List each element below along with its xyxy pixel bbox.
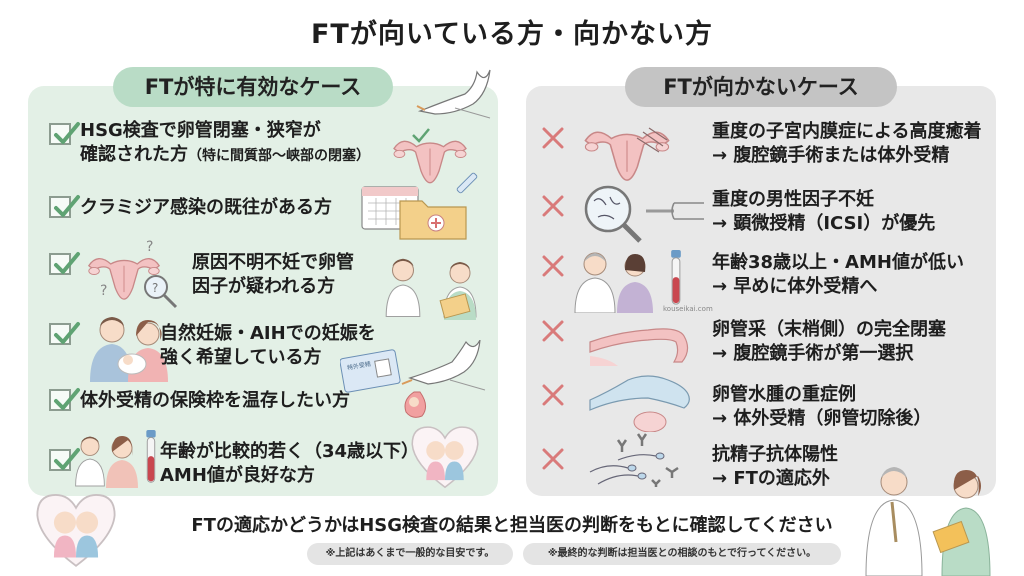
bad-item-text: → 腹腔鏡手術または体外受精 — [712, 145, 950, 166]
check-icon — [49, 449, 71, 471]
footer-message: FTの適応かどうかはHSG検査の結果と担当医の判断をもとに確認してください — [191, 515, 833, 536]
cross-icon — [542, 127, 564, 149]
good-item-chlamydia: クラミジア感染の既往がある方 — [80, 196, 332, 220]
bad-item-fimbrial: 卵管采（末梢側）の完全閉塞 → 腹腔鏡手術が第一選択 — [712, 318, 946, 366]
bad-item-hydrosalpinx: 卵管水腫の重症例 → 体外受精（卵管切除後） — [712, 383, 931, 431]
watermark: kouseikai.com — [663, 305, 713, 313]
cross-icon — [542, 195, 564, 217]
calendar-medical-folder-illustration — [361, 186, 467, 240]
footer-note-general: ※上記はあくまで一般的な目安です。 — [307, 543, 513, 565]
doctor-nurse-illustration — [865, 467, 991, 576]
doctor-patient-illustration — [385, 258, 477, 320]
bad-item-antisperm: 抗精子抗体陽性 → FTの適応外 — [712, 443, 838, 491]
uterus-adhesion-illustration — [584, 127, 670, 181]
bad-item-text: 抗精子抗体陽性 — [712, 444, 838, 465]
check-icon — [49, 123, 71, 145]
good-item-text: 自然妊娠・AIHでの妊娠を — [160, 323, 376, 344]
check-icon — [49, 196, 71, 218]
uterus-question-magnifier-illustration: ? ? ? — [88, 239, 178, 309]
bad-item-male-factor: 重度の男性因子不妊 → 顕微授精（ICSI）が優先 — [712, 188, 935, 236]
bad-item-text: 重度の子宮内膜症による高度癒着 — [712, 121, 982, 142]
stork-illustration — [416, 69, 491, 119]
good-item-young-amh: 年齢が比較的若く（34歳以下） AMH値が良好な方 — [160, 440, 419, 488]
bad-item-text: → FTの適応外 — [712, 468, 830, 489]
check-icon — [49, 323, 71, 345]
bad-item-text: 年齢38歳以上・AMH値が低い — [712, 252, 964, 273]
bad-item-text: → 体外受精（卵管切除後） — [712, 408, 932, 429]
uterus-syringe-illustration — [393, 128, 478, 194]
bad-item-endometriosis: 重度の子宮内膜症による高度癒着 → 腹腔鏡手術または体外受精 — [712, 120, 981, 168]
young-couple-blood-tube-illustration — [75, 430, 157, 488]
hydrosalpinx-illustration — [589, 375, 690, 432]
check-icon — [49, 389, 71, 411]
insurance-card-stork-illustration: 特外受精 — [340, 340, 486, 418]
good-item-text: 因子が疑われる方 — [192, 276, 336, 297]
good-item-text: HSG検査で卵管閉塞・狭窄が — [80, 120, 321, 141]
bad-item-age-amh: 年齢38歳以上・AMH値が低い → 早めに体外受精へ — [712, 251, 964, 299]
older-couple-blood-tube-illustration — [574, 250, 682, 313]
svg-text:?: ? — [100, 283, 107, 299]
good-item-natural-pregnancy: 自然妊娠・AIHでの妊娠を 強く希望している方 — [160, 322, 376, 370]
good-item-text: 原因不明不妊で卵管 — [192, 252, 354, 273]
svg-text:?: ? — [146, 239, 153, 255]
couple-baby-illustration — [90, 317, 168, 382]
cross-icon — [542, 320, 564, 342]
good-item-text: AMH値が良好な方 — [160, 465, 315, 486]
cross-icon — [542, 384, 564, 406]
bad-item-text: 重度の男性因子不妊 — [712, 189, 874, 210]
svg-text:?: ? — [152, 281, 158, 295]
good-item-note: （特に間質部〜峡部の閉塞） — [188, 148, 370, 164]
footer-note-consult: ※最終的な判断は担当医との相談のもとで行ってください。 — [523, 543, 841, 565]
fallopian-tube-blocked-illustration — [589, 328, 689, 366]
good-item-text: クラミジア感染の既往がある方 — [80, 197, 332, 218]
check-icon — [49, 253, 71, 275]
cross-icon — [542, 448, 564, 470]
antisperm-antibody-illustration — [589, 433, 679, 487]
bad-cases-heading: FTが向かないケース — [625, 67, 897, 107]
cross-icon — [542, 255, 564, 277]
good-item-unexplained: 原因不明不妊で卵管 因子が疑われる方 — [192, 251, 354, 299]
bad-item-text: 卵管水腫の重症例 — [712, 384, 856, 405]
good-cases-heading: FTが特に有効なケース — [113, 67, 393, 107]
good-item-text: 体外受精の保険枠を温存したい方 — [80, 390, 350, 411]
sperm-magnifier-pipette-illustration — [584, 185, 704, 243]
heart-babies-illustration — [411, 426, 479, 489]
good-item-insurance: 体外受精の保険枠を温存したい方 — [80, 389, 350, 413]
bad-item-text: → 顕微授精（ICSI）が優先 — [712, 213, 936, 234]
bad-item-text: 卵管采（末梢側）の完全閉塞 — [712, 319, 946, 340]
bad-item-text: → 早めに体外受精へ — [712, 276, 878, 297]
good-item-hsg: HSG検査で卵管閉塞・狭窄が 確認された方（特に間質部〜峡部の閉塞） — [80, 119, 370, 168]
page-title: FTが向いている方・向かない方 — [310, 19, 714, 50]
bad-item-text: → 腹腔鏡手術が第一選択 — [712, 343, 914, 364]
good-item-text: 年齢が比較的若く（34歳以下） — [160, 441, 420, 462]
good-item-text: 強く希望している方 — [160, 347, 322, 368]
good-item-text: 確認された方 — [80, 144, 188, 165]
